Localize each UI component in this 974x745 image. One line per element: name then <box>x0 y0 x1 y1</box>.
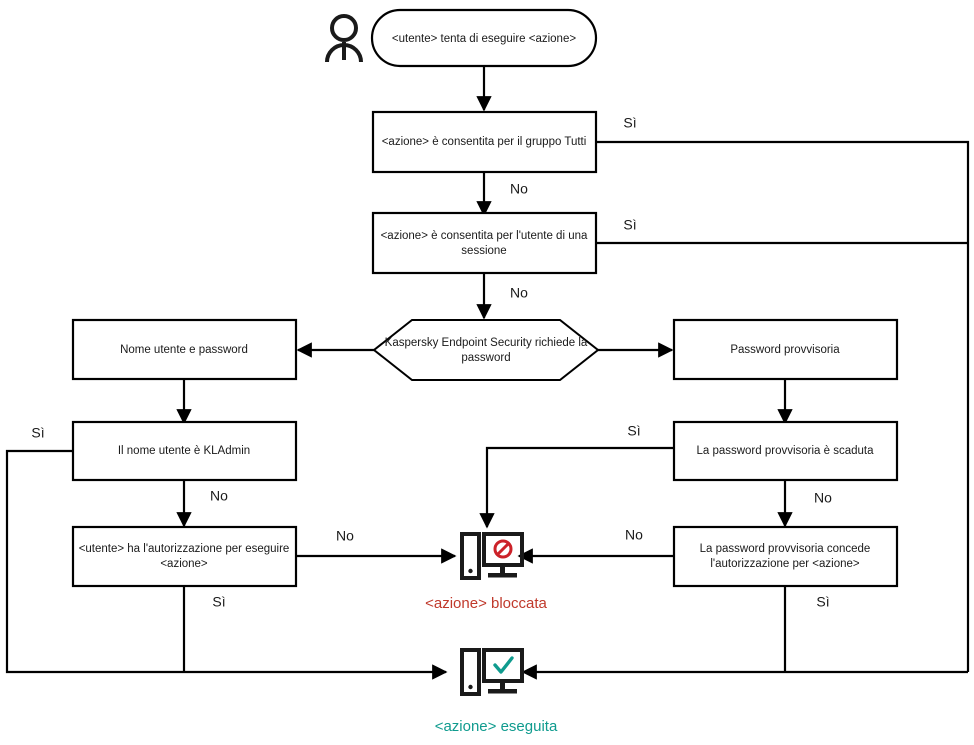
edge-kladmin-yes <box>5 449 448 680</box>
monitor-blocked-icon <box>460 532 524 580</box>
edge-label-grants-yes: Sì <box>816 594 829 610</box>
edge-label-allowed-group-yes: Sì <box>623 115 636 131</box>
node-user-has-permission[interactable]: <utente> ha l'autorizzazione per eseguir… <box>71 525 298 588</box>
node-user-has-permission-label-line1: <utente> ha l'autorizzazione per eseguir… <box>79 543 290 555</box>
monitor-check-icon <box>460 648 524 696</box>
node-start[interactable]: <utente> tenta di eseguire <azione> <box>370 8 598 68</box>
edge-label-allowed-group-no: No <box>510 181 528 197</box>
edge-label-allowed-session-yes: Sì <box>623 217 636 233</box>
node-temporary-password[interactable]: Password provvisoria <box>672 318 899 381</box>
edge-label-grants-no: No <box>625 527 643 543</box>
node-username-password[interactable]: Nome utente e password <box>71 318 298 381</box>
edge-label-permission-no: No <box>336 528 354 544</box>
edge-label-expired-yes: Sì <box>627 423 640 439</box>
blocked-outcome-label: <azione> bloccata <box>425 595 547 612</box>
edge-label-expired-no: No <box>814 490 832 506</box>
node-kes-requires-password-label-line2: password <box>461 352 510 364</box>
node-temporary-password-label: Password provvisoria <box>730 344 840 356</box>
node-user-has-permission-label-line2: <azione> <box>160 558 208 570</box>
node-temp-password-grants-label-line2: l'autorizzazione per <azione> <box>710 558 860 570</box>
node-kes-requires-password-label-line1: Kaspersky Endpoint Security richiede la <box>385 337 588 349</box>
node-username-password-label: Nome utente e password <box>120 344 248 356</box>
edge-allowed-group-yes <box>596 140 970 672</box>
edge-label-permission-yes: Sì <box>212 594 225 610</box>
edge-expired-yes-to-blocked <box>479 446 673 529</box>
executed-outcome-label: <azione> eseguita <box>435 718 558 735</box>
node-allowed-session-user[interactable]: <azione> è consentita per l'utente di un… <box>371 211 598 275</box>
node-start-label: <utente> tenta di eseguire <azione> <box>392 33 576 45</box>
node-temp-password-expired-label: La password provvisoria è scaduta <box>696 445 874 457</box>
node-temp-password-grants[interactable]: La password provvisoria concede l'autori… <box>672 525 899 588</box>
node-kes-requires-password[interactable]: Kaspersky Endpoint Security richiede la … <box>372 319 600 381</box>
node-allowed-session-user-label-line2: sessione <box>461 245 506 257</box>
person-icon <box>325 14 363 63</box>
node-allowed-group[interactable]: <azione> è consentita per il gruppo Tutt… <box>371 110 598 174</box>
edge-label-kladmin-yes: Sì <box>31 425 44 441</box>
node-temp-password-expired[interactable]: La password provvisoria è scaduta <box>672 420 899 482</box>
node-username-is-kladmin-label: Il nome utente è KLAdmin <box>118 445 250 457</box>
edge-label-kladmin-no: No <box>210 488 228 504</box>
node-allowed-session-user-label-line1: <azione> è consentita per l'utente di un… <box>381 230 588 242</box>
node-allowed-group-label: <azione> è consentita per il gruppo Tutt… <box>382 136 587 148</box>
edge-label-allowed-session-no: No <box>510 285 528 301</box>
node-username-is-kladmin[interactable]: Il nome utente è KLAdmin <box>71 420 298 482</box>
node-temp-password-grants-label-line1: La password provvisoria concede <box>700 543 871 555</box>
